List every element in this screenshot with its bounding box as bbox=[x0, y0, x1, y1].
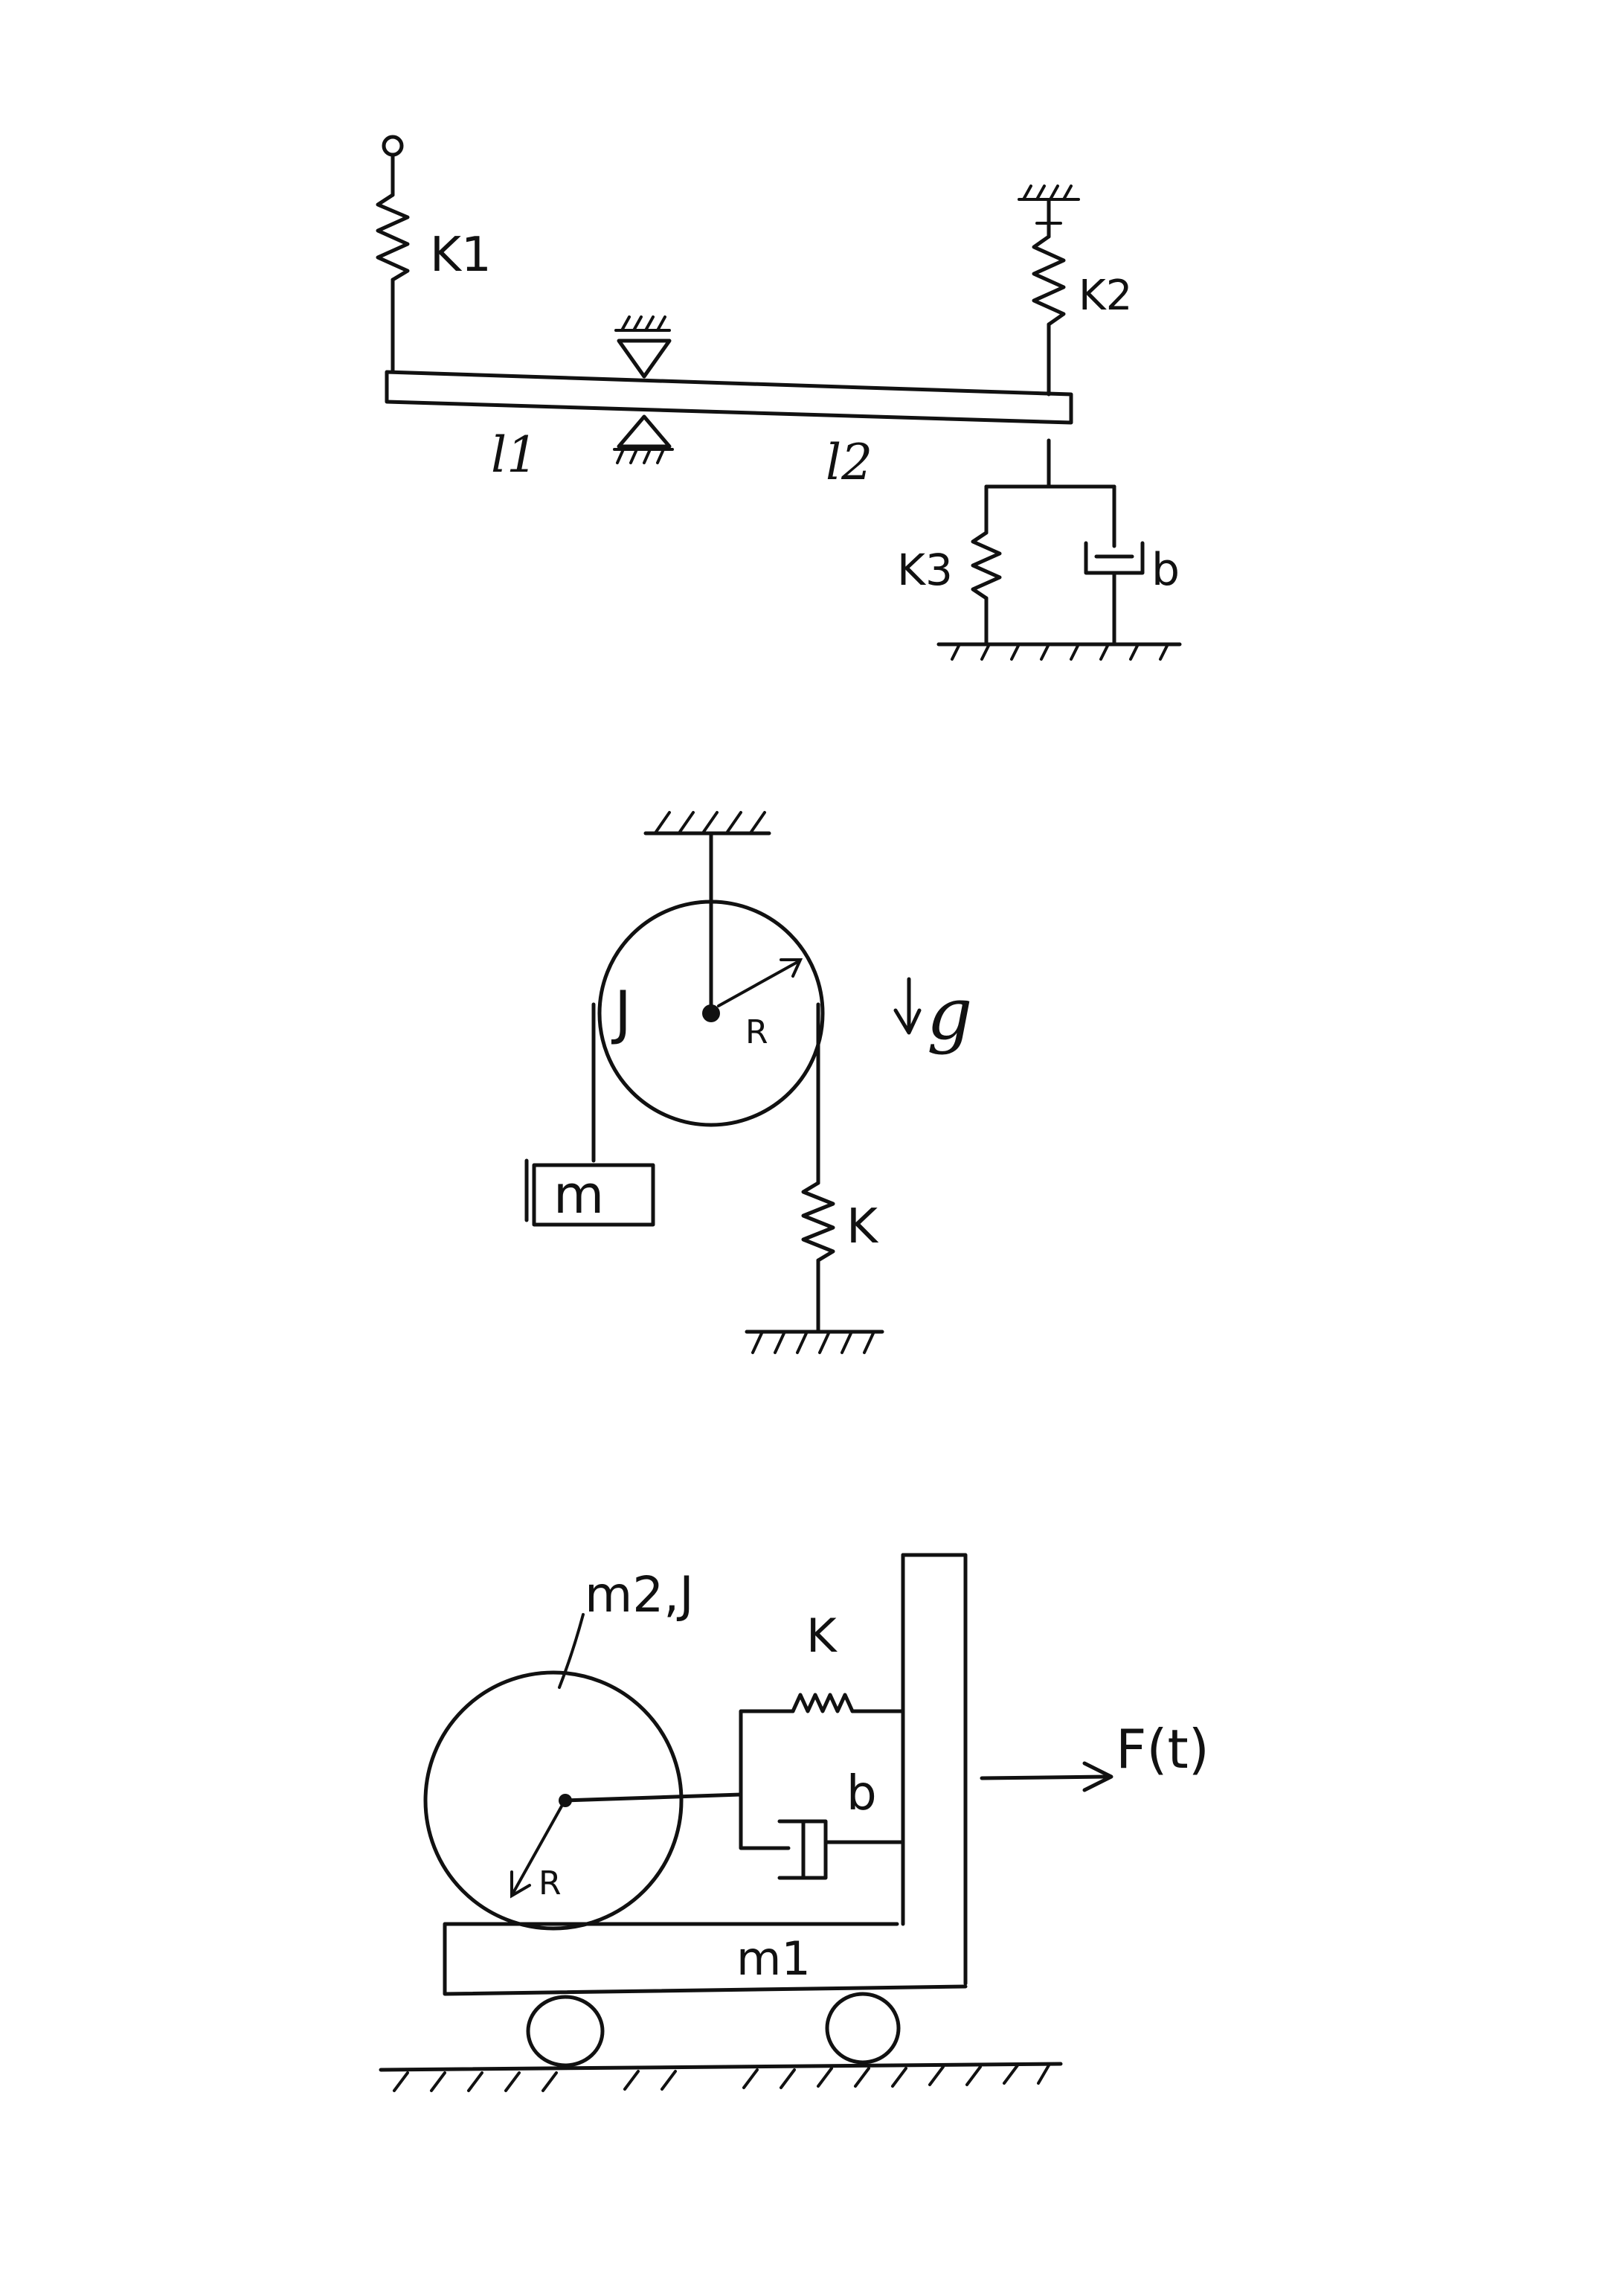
mass-m bbox=[532, 1163, 655, 1227]
spring-k-3-left bbox=[739, 1709, 795, 1797]
force-arrow bbox=[980, 1774, 1109, 1780]
label-k1: K1 bbox=[430, 228, 492, 283]
label-J-2: J bbox=[611, 980, 631, 1047]
damper-b-3-cylinder bbox=[777, 1819, 828, 1880]
rolling-disk bbox=[423, 1670, 684, 1931]
label-K-2: K bbox=[846, 1199, 879, 1254]
spring-k-2 bbox=[801, 1181, 835, 1263]
spring-k3 bbox=[971, 530, 1002, 600]
disk-radius-arrow bbox=[512, 1803, 564, 1894]
lever-bar bbox=[385, 370, 1073, 425]
wheel-left bbox=[526, 1995, 605, 2068]
lever-system: K1 K2 K3 b l1 l2 bbox=[376, 135, 1182, 661]
label-K-3: K bbox=[806, 1609, 838, 1663]
pulley-disk bbox=[597, 900, 825, 1127]
label-m: m bbox=[553, 1164, 604, 1225]
k2-ground bbox=[1018, 185, 1080, 239]
damper-b-3-left bbox=[739, 1792, 791, 1850]
spring-k1 bbox=[376, 193, 410, 282]
upper-pivot bbox=[614, 315, 672, 379]
pulley-system: J R g m K bbox=[524, 811, 972, 1354]
cart-base bbox=[443, 1922, 968, 1996]
label-b-1: b bbox=[1151, 544, 1180, 596]
gravity-arrowhead bbox=[893, 1008, 922, 1035]
cart-system: m2,J K b R m1 F(t) bbox=[379, 1553, 1209, 2092]
radius-arrowhead bbox=[780, 958, 803, 978]
label-R-2: R bbox=[745, 1013, 768, 1051]
label-g: g bbox=[927, 972, 972, 1056]
label-R-3: R bbox=[539, 1864, 562, 1902]
label-b-3: b bbox=[846, 1766, 877, 1821]
force-arrowhead bbox=[1082, 1761, 1113, 1792]
ground-1 bbox=[936, 642, 1182, 661]
m2J-leader bbox=[558, 1613, 585, 1689]
wheel-right bbox=[825, 1992, 901, 2065]
pulley-axle bbox=[702, 1004, 720, 1022]
k1-terminal bbox=[382, 135, 404, 157]
label-k2: K2 bbox=[1079, 272, 1132, 320]
ground-3 bbox=[379, 2062, 1063, 2092]
ground-2 bbox=[745, 1330, 884, 1354]
ceiling-2 bbox=[643, 811, 771, 836]
cart-wall bbox=[901, 1553, 968, 1986]
label-k3: K3 bbox=[897, 545, 953, 595]
axle-link bbox=[563, 1792, 743, 1803]
spring-k2 bbox=[1032, 234, 1066, 327]
disk-radius-arrowhead bbox=[510, 1870, 531, 1899]
label-l2: l2 bbox=[826, 434, 872, 491]
label-m2J: m2,J bbox=[585, 1566, 694, 1623]
radius-arrow bbox=[717, 960, 800, 1007]
label-F: F(t) bbox=[1116, 1718, 1209, 1780]
label-m1: m1 bbox=[736, 1931, 811, 1986]
lower-pivot bbox=[613, 414, 674, 464]
spring-k-3 bbox=[791, 1693, 855, 1713]
label-l1: l1 bbox=[491, 426, 538, 484]
